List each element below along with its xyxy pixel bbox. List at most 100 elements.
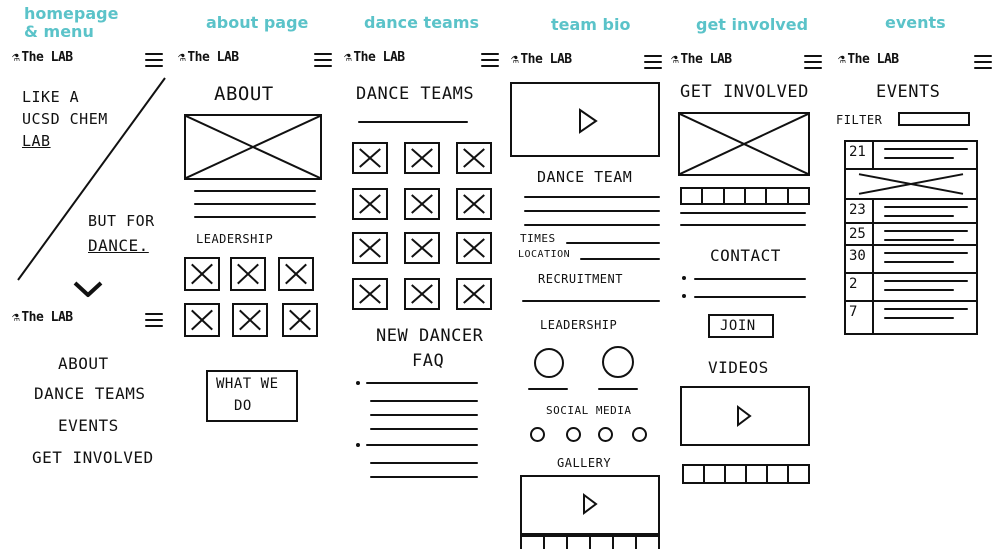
times-line	[566, 242, 660, 244]
logo-text: The LAB	[21, 50, 73, 65]
event-row[interactable]: 2	[846, 274, 976, 302]
play-icon[interactable]	[578, 108, 598, 134]
event-date-cell: 30	[846, 246, 874, 272]
hamburger-menu-icon[interactable]	[804, 55, 822, 69]
contact-line	[694, 278, 806, 280]
logo-involved[interactable]: ⚗The LAB	[671, 52, 732, 67]
play-icon[interactable]	[736, 405, 752, 427]
logo-about[interactable]: ⚗The LAB	[178, 50, 239, 65]
faq-heading-2[interactable]: FAQ	[412, 351, 445, 371]
involved-video-player[interactable]	[680, 386, 810, 446]
play-icon[interactable]	[582, 493, 598, 515]
location-line	[580, 258, 660, 260]
logo-home[interactable]: ⚗The LAB	[12, 50, 73, 65]
team-tile[interactable]	[352, 188, 388, 220]
team-tile[interactable]	[456, 278, 492, 310]
join-button[interactable]: JOIN	[708, 314, 774, 338]
gallery-thumbnail-strip[interactable]	[520, 535, 660, 549]
leader-photo-placeholder[interactable]	[184, 303, 220, 337]
social-media-icon[interactable]	[566, 427, 581, 442]
event-row[interactable]: 21	[846, 142, 976, 170]
flask-icon: ⚗	[178, 50, 186, 65]
event-text-line	[884, 148, 968, 150]
event-text-line	[884, 239, 954, 241]
team-tile[interactable]	[404, 188, 440, 220]
leader-avatar	[534, 348, 564, 378]
leader-photo-placeholder[interactable]	[278, 257, 314, 291]
event-date: 7	[849, 304, 858, 320]
text-line	[680, 212, 806, 214]
about-leadership-heading: LEADERSHIP	[196, 232, 274, 246]
bio-social-heading: SOCIAL MEDIA	[546, 404, 632, 417]
event-banner-placeholder[interactable]	[846, 170, 976, 200]
column-heading-homepage: homepage & menu	[24, 4, 119, 41]
menu-item-get-involved[interactable]: GET INVOLVED	[32, 448, 154, 467]
teams-title: DANCE TEAMS	[356, 84, 475, 104]
chevron-down-icon	[73, 281, 103, 297]
hamburger-menu-icon[interactable]	[481, 53, 499, 67]
bullet	[356, 443, 360, 447]
leader-photo-placeholder[interactable]	[282, 303, 318, 337]
event-date: 21	[849, 144, 866, 160]
team-tile[interactable]	[352, 142, 388, 174]
video-thumbnail-strip[interactable]	[682, 464, 810, 484]
filter-input[interactable]	[898, 112, 970, 126]
hamburger-menu-icon[interactable]	[145, 53, 163, 67]
logo-teams[interactable]: ⚗The LAB	[344, 50, 405, 65]
hamburger-menu-icon[interactable]	[314, 53, 332, 67]
logo-bio[interactable]: ⚗The LAB	[511, 52, 572, 67]
event-row[interactable]: 25	[846, 224, 976, 246]
team-tile[interactable]	[456, 142, 492, 174]
event-date: 23	[849, 202, 866, 218]
team-tile[interactable]	[404, 142, 440, 174]
flask-icon: ⚗	[511, 52, 519, 67]
text-line	[524, 224, 660, 226]
leader-photo-placeholder[interactable]	[232, 303, 268, 337]
leader-photo-placeholder[interactable]	[230, 257, 266, 291]
menu-item-about[interactable]: ABOUT	[58, 354, 109, 373]
team-tile[interactable]	[456, 232, 492, 264]
hamburger-menu-icon[interactable]	[145, 313, 163, 327]
team-tile[interactable]	[456, 188, 492, 220]
leader-avatar	[602, 346, 634, 378]
social-media-icon[interactable]	[598, 427, 613, 442]
flask-icon: ⚗	[838, 52, 846, 67]
team-tile[interactable]	[404, 232, 440, 264]
about-title: ABOUT	[214, 83, 274, 105]
team-tile[interactable]	[352, 278, 388, 310]
hamburger-menu-icon[interactable]	[644, 55, 662, 69]
team-video-player[interactable]	[510, 82, 660, 157]
home-tagline-2: UCSD CHEM	[22, 110, 108, 128]
event-text-line	[884, 317, 954, 319]
logo-events[interactable]: ⚗The LAB	[838, 52, 899, 67]
menu-item-dance-teams[interactable]: DANCE TEAMS	[34, 384, 146, 403]
event-date-cell: 25	[846, 224, 874, 244]
faq-heading-1[interactable]: NEW DANCER	[376, 326, 484, 346]
faq-question-line	[366, 444, 478, 446]
social-media-icon[interactable]	[530, 427, 545, 442]
gallery-video-player[interactable]	[520, 475, 660, 535]
flask-icon: ⚗	[671, 52, 679, 67]
contact-heading: CONTACT	[710, 246, 781, 265]
column-heading-team-bio: team bio	[551, 15, 631, 34]
team-tile[interactable]	[352, 232, 388, 264]
home-tagline-5: DANCE.	[88, 236, 149, 255]
team-tile[interactable]	[404, 278, 440, 310]
leader-photo-placeholder[interactable]	[184, 257, 220, 291]
event-row[interactable]: 23	[846, 200, 976, 224]
event-row[interactable]: 7	[846, 302, 976, 333]
hamburger-menu-icon[interactable]	[974, 55, 992, 69]
text-line	[522, 300, 660, 302]
bio-times-label: TIMES	[520, 232, 556, 245]
title-underline	[358, 121, 468, 123]
social-media-icon[interactable]	[632, 427, 647, 442]
home-tagline-4: BUT FOR	[88, 212, 155, 230]
menu-item-events[interactable]: EVENTS	[58, 416, 119, 435]
bullet	[682, 276, 686, 280]
logo-text: The LAB	[847, 52, 899, 67]
involved-thumbnail-strip[interactable]	[680, 187, 810, 205]
event-row[interactable]: 30	[846, 246, 976, 274]
logo-menu[interactable]: ⚗The LAB	[12, 310, 73, 325]
text-line	[370, 462, 478, 464]
